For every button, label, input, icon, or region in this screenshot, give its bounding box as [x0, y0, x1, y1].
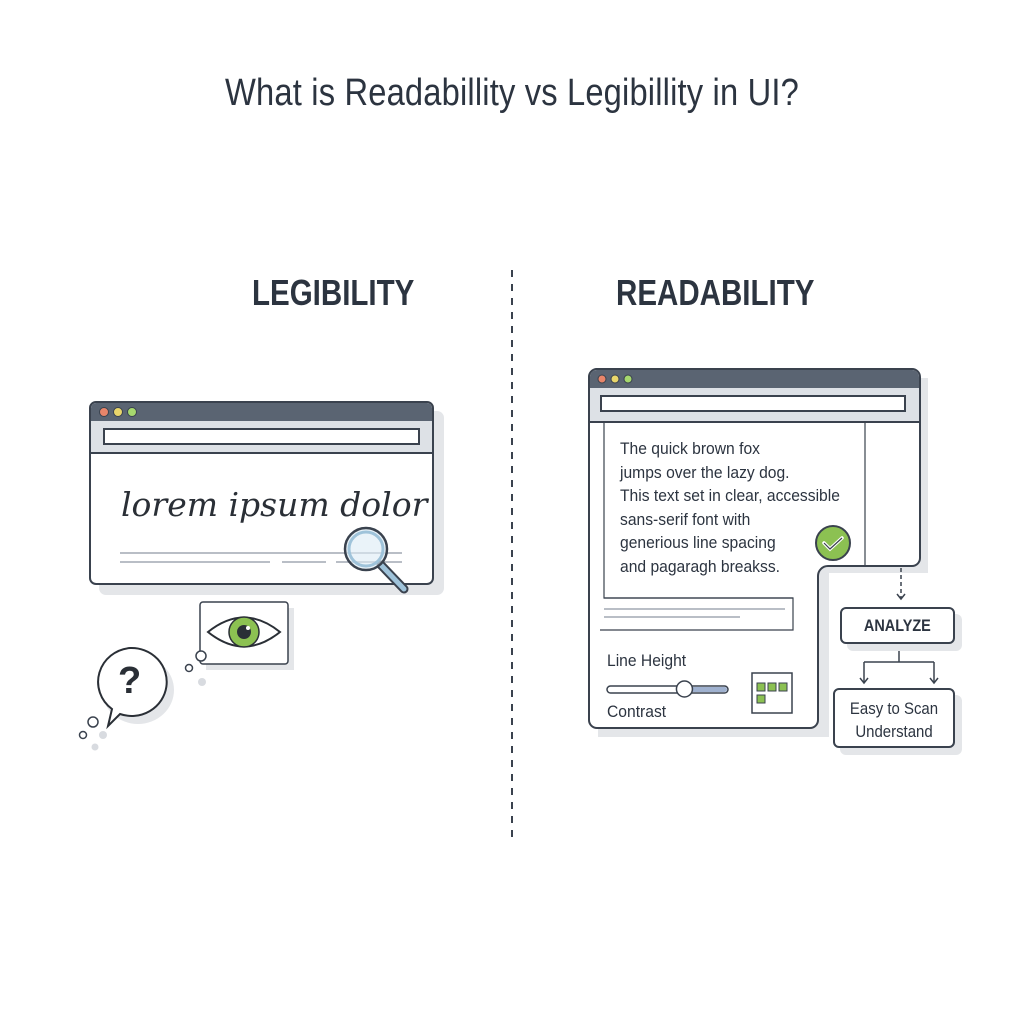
result-line: Easy to Scan: [849, 699, 939, 718]
paragraph-line: sans-serif font with: [620, 509, 751, 529]
paragraph-line: and pagaragh breakss.: [620, 556, 780, 576]
paragraph-line: The quick brown fox: [620, 439, 760, 458]
address-bar: [600, 395, 906, 412]
magnifier-icon: [343, 526, 409, 594]
minimize-dot-icon: [113, 407, 123, 417]
paragraph-line: generious line spacing: [620, 533, 776, 552]
legibility-heading: LEGIBILITY: [252, 272, 415, 313]
result-line: Understand: [855, 722, 933, 741]
line-height-label: Line Height: [607, 651, 687, 670]
question-mark: ?: [118, 660, 142, 702]
page-title: What is Readabillity vs Legibillity in U…: [225, 72, 799, 114]
readability-heading: READABILITY: [616, 272, 815, 313]
readable-paragraph: The quick brown fox jumps over the lazy …: [620, 437, 840, 578]
contrast-label: Contrast: [607, 702, 667, 721]
check-circle-icon: [815, 525, 851, 561]
result-box: Easy to Scan Understand: [833, 688, 955, 748]
line-height-slider: [606, 680, 729, 698]
analyze-box: ANALYZE: [840, 607, 955, 644]
window-titlebar: [91, 403, 432, 421]
analyze-label: ANALYZE: [864, 616, 931, 635]
eye-icon: [206, 616, 282, 648]
script-sample-text: lorem ipsum dolor: [121, 485, 428, 524]
maximize-dot-icon: [127, 407, 137, 417]
question-bubble-icon: [97, 646, 174, 730]
close-dot-icon: [99, 407, 109, 417]
paragraph-line: jumps over the lazy dog.: [620, 462, 790, 482]
flow-arrows: [859, 568, 939, 685]
grid-icon: [751, 672, 793, 714]
address-bar: [103, 428, 420, 445]
paragraph-line: This text set in clear, accessible: [620, 486, 840, 505]
